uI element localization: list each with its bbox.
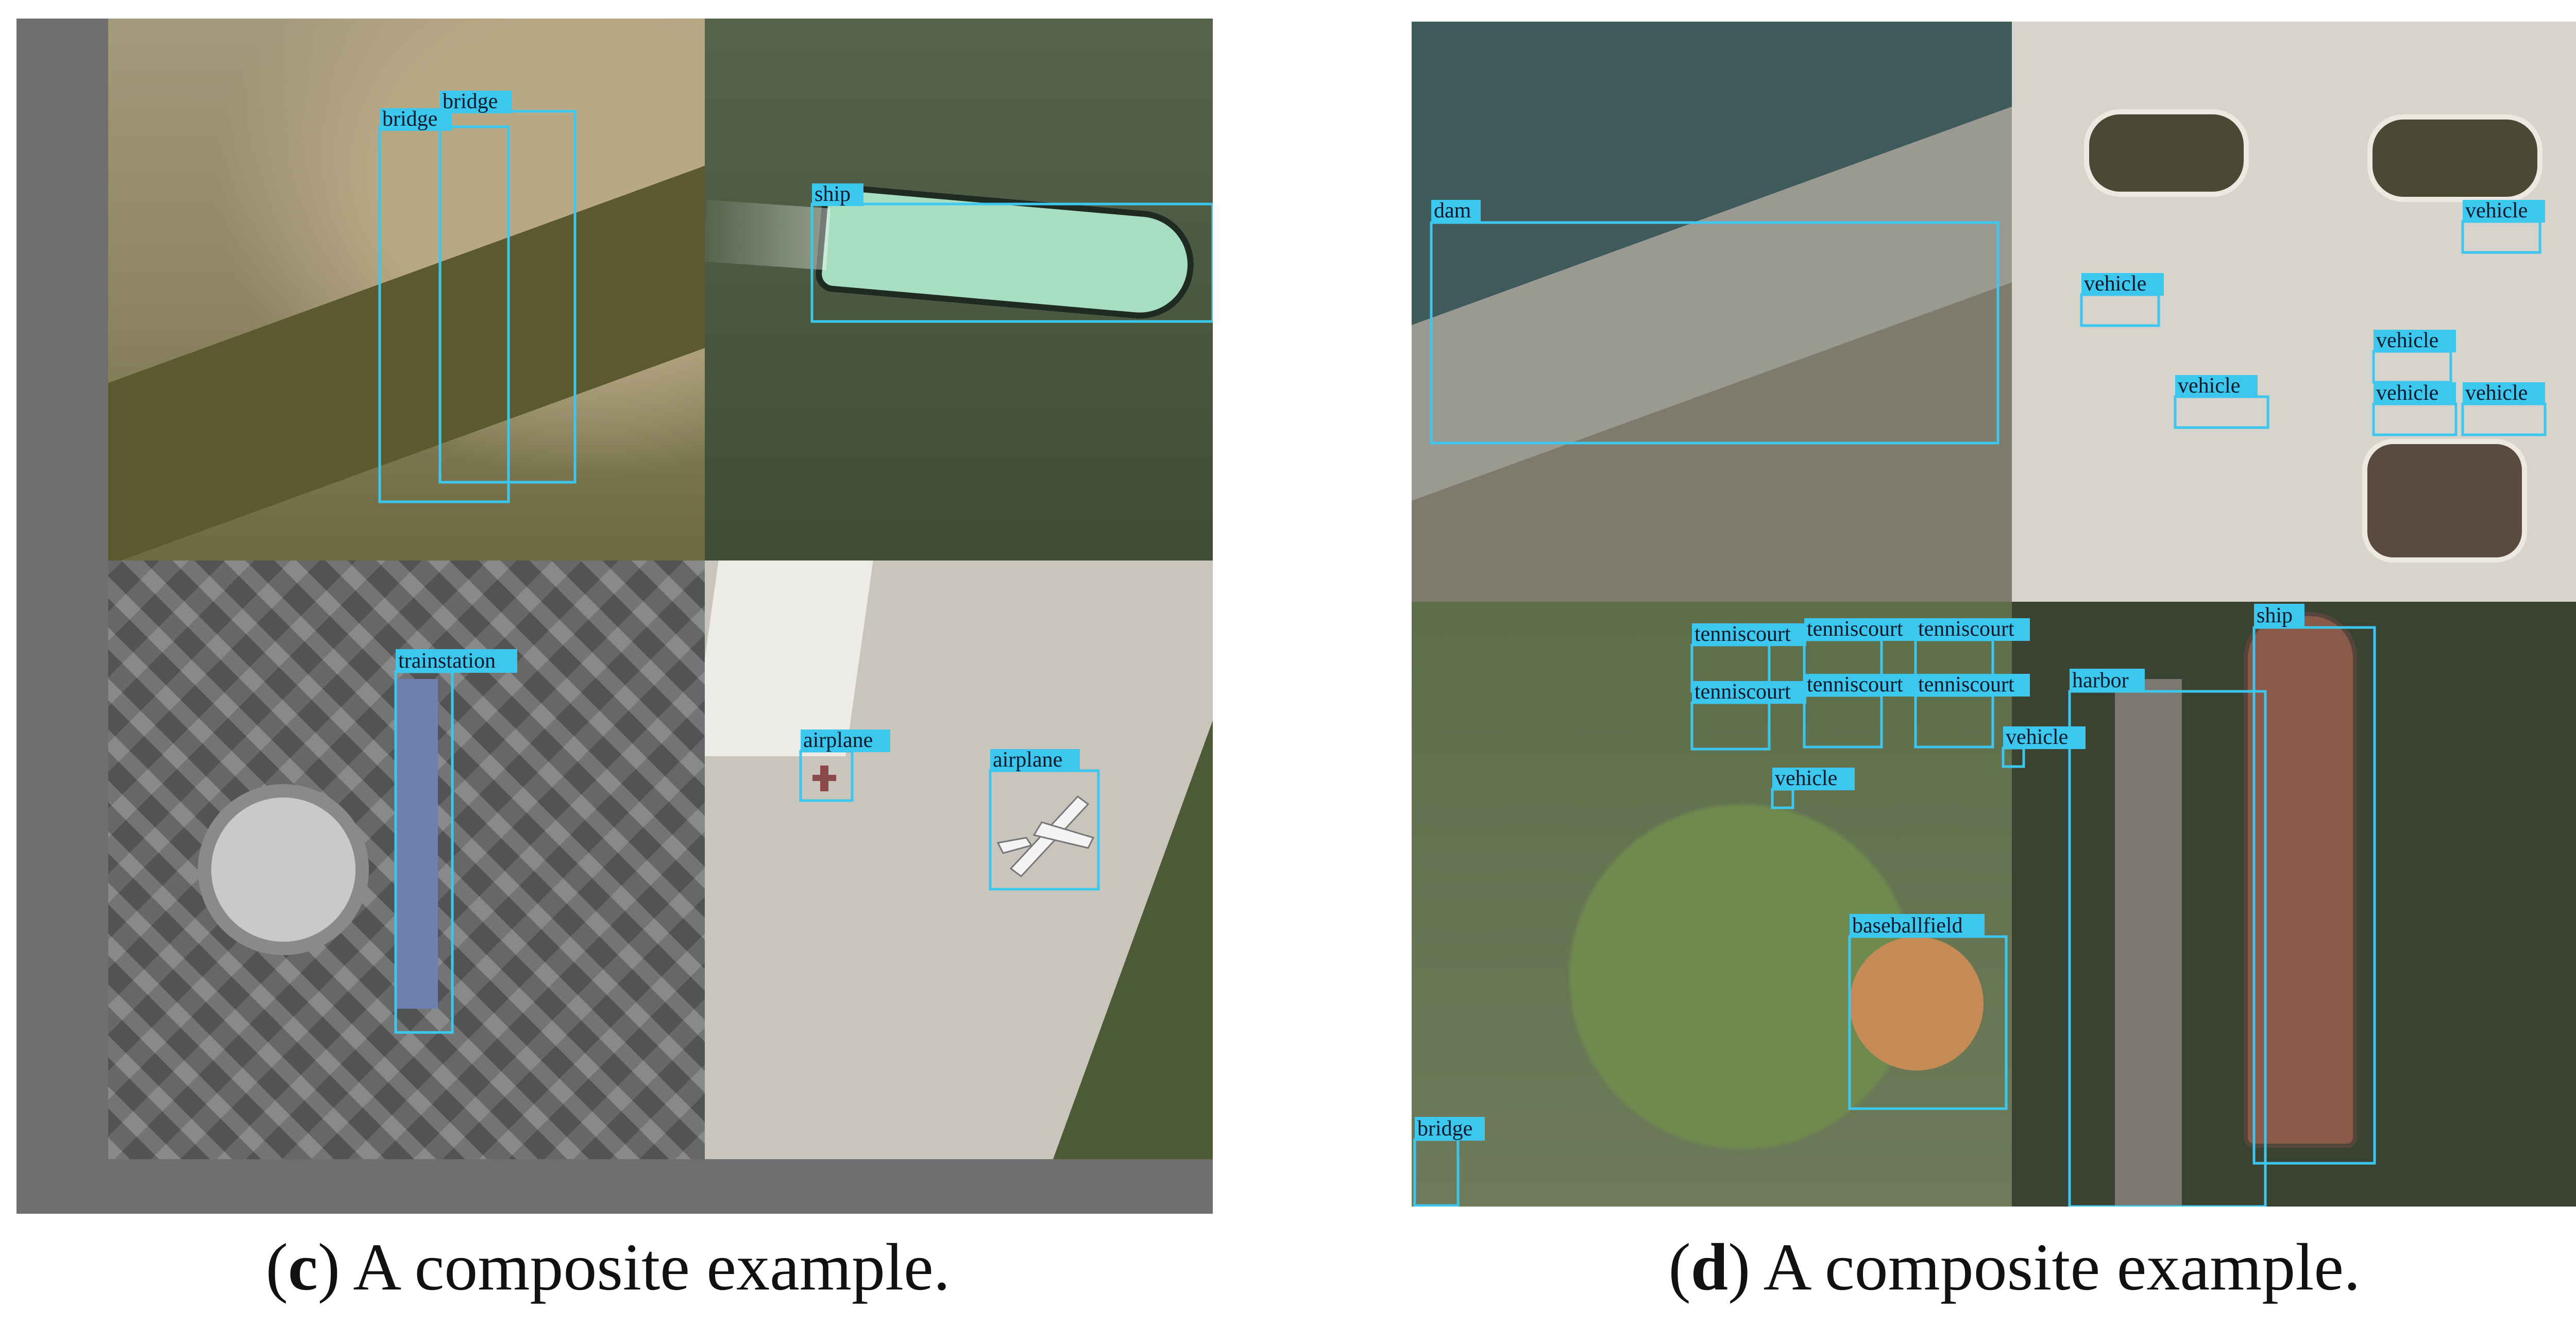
label-bg-vehicle-1 (2463, 200, 2545, 223)
planter-2 (2372, 120, 2537, 197)
label-bridge-2: bridge (443, 90, 498, 113)
label-vehicle-2: vehicle (2084, 272, 2146, 296)
caption-d: (d) A composite example. (1668, 1230, 2361, 1304)
label-vehicle-8: vehicle (1775, 767, 1837, 790)
bbox-tennis-5 (1803, 694, 1883, 749)
label-vehicle-4: vehicle (2178, 374, 2240, 398)
label-bg-bridge-d (1415, 1117, 1485, 1141)
label-bg-vehicle-4 (2175, 375, 2258, 398)
label-bg-vehicle-7 (2003, 726, 2086, 749)
label-tennis-1: tenniscourt (1694, 622, 1791, 646)
bbox-vehicle-2 (2080, 293, 2160, 327)
label-bg-airplane-2 (990, 749, 1080, 772)
bbox-tennis-4 (1690, 701, 1771, 751)
label-bg-tennis-4 (1692, 681, 1806, 704)
cargo-ship (2244, 612, 2357, 1148)
label-baseballfield: baseballfield (1852, 914, 1963, 938)
label-dam: dam (1434, 199, 1471, 223)
tile-harbor (2012, 602, 2576, 1207)
stadium-roof (211, 797, 355, 942)
label-airplane-1: airplane (803, 728, 873, 752)
tile-dam (1412, 22, 2012, 602)
label-bg-tennis-2 (1804, 618, 1919, 641)
planter-1 (2089, 114, 2244, 192)
label-vehicle-6: vehicle (2465, 381, 2528, 405)
bbox-dam (1430, 221, 1999, 445)
label-ship-d: ship (2257, 604, 2293, 627)
bbox-vehicle-6 (2461, 402, 2547, 436)
bbox-trainstation (394, 670, 454, 1034)
label-bridge-1: bridge (382, 107, 437, 131)
small-aircraft-shape (812, 766, 836, 791)
panel-d-annotations: dam vehicle vehicle vehicle vehicle vehi… (1413, 199, 2547, 1207)
caption-d-letter: d (1690, 1230, 1728, 1304)
station-roof (397, 679, 438, 1009)
label-bg-vehicle-6 (2463, 382, 2545, 405)
caption-c: (c) A composite example. (265, 1230, 951, 1304)
label-ship-c: ship (815, 182, 851, 206)
bbox-vehicle-8 (1771, 788, 1794, 809)
planter-3 (2367, 444, 2522, 557)
label-vehicle-5: vehicle (2376, 381, 2438, 405)
figure-panel-d: dam vehicle vehicle vehicle vehicle vehi… (1412, 22, 2576, 1207)
label-tennis-4: tenniscourt (1694, 680, 1791, 704)
label-airplane-2: airplane (993, 748, 1062, 772)
label-bg-vehicle-2 (2081, 273, 2164, 296)
tile-airport (705, 561, 1213, 1159)
label-tennis-6: tenniscourt (1918, 673, 2014, 697)
bbox-vehicle-7 (2002, 746, 2025, 768)
label-bg-ship-c (812, 183, 863, 206)
bbox-vehicle-1 (2461, 220, 2541, 254)
baseball-infield (1850, 937, 1984, 1071)
label-bg-vehicle-3 (2374, 330, 2456, 352)
figure-panel-c: bridge bridge ship trainstation airplane… (16, 19, 1213, 1214)
label-bg-baseballfield (1850, 914, 1985, 938)
caption-d-text: ) A composite example. (1728, 1230, 2361, 1304)
label-bg-vehicle-5 (2374, 382, 2456, 405)
caption-c-text: ) A composite example. (317, 1230, 951, 1304)
label-tennis-5: tenniscourt (1807, 673, 1903, 697)
bbox-ship-d (2252, 626, 2376, 1165)
bbox-harbor (2068, 690, 2267, 1207)
airplane-shape (996, 795, 1095, 878)
bbox-baseballfield (1848, 935, 2008, 1110)
label-bg-tennis-5 (1804, 674, 1919, 697)
label-bridge-d: bridge (1417, 1117, 1472, 1141)
label-bg-harbor (2070, 669, 2145, 692)
label-bg-vehicle-8 (1772, 768, 1855, 790)
label-tennis-2: tenniscourt (1807, 617, 1903, 641)
label-vehicle-7: vehicle (2006, 725, 2068, 749)
bbox-tennis-6 (1914, 694, 1994, 749)
label-bg-tennis-6 (1916, 674, 2030, 697)
label-trainstation: trainstation (398, 649, 496, 673)
panel-c-annotations: bridge bridge ship trainstation airplane… (378, 90, 1213, 1034)
label-vehicle-3: vehicle (2376, 329, 2438, 352)
bbox-vehicle-3 (2372, 350, 2452, 384)
bbox-bridge-1 (378, 125, 510, 503)
bbox-bridge-d (1413, 1138, 1460, 1207)
bbox-vehicle-4 (2174, 395, 2269, 429)
label-harbor: harbor (2072, 669, 2129, 692)
bbox-ship-c (810, 202, 1213, 323)
label-bg-ship-d (2254, 604, 2304, 627)
label-bg-airplane-1 (801, 729, 890, 752)
caption-c-letter: c (288, 1230, 318, 1304)
pier (2115, 679, 2182, 1207)
label-bg-tennis-1 (1692, 623, 1806, 646)
bbox-vehicle-5 (2372, 402, 2458, 436)
label-bg-dam (1431, 200, 1481, 223)
tile-ship-water (705, 19, 1213, 561)
label-vehicle-1: vehicle (2465, 199, 2528, 223)
tile-parking-lot (2012, 22, 2576, 602)
label-bg-bridge-2 (440, 91, 512, 113)
label-bg-tennis-3 (1916, 618, 2030, 641)
label-bg-trainstation (396, 649, 517, 673)
label-tennis-3: tenniscourt (1918, 617, 2014, 641)
